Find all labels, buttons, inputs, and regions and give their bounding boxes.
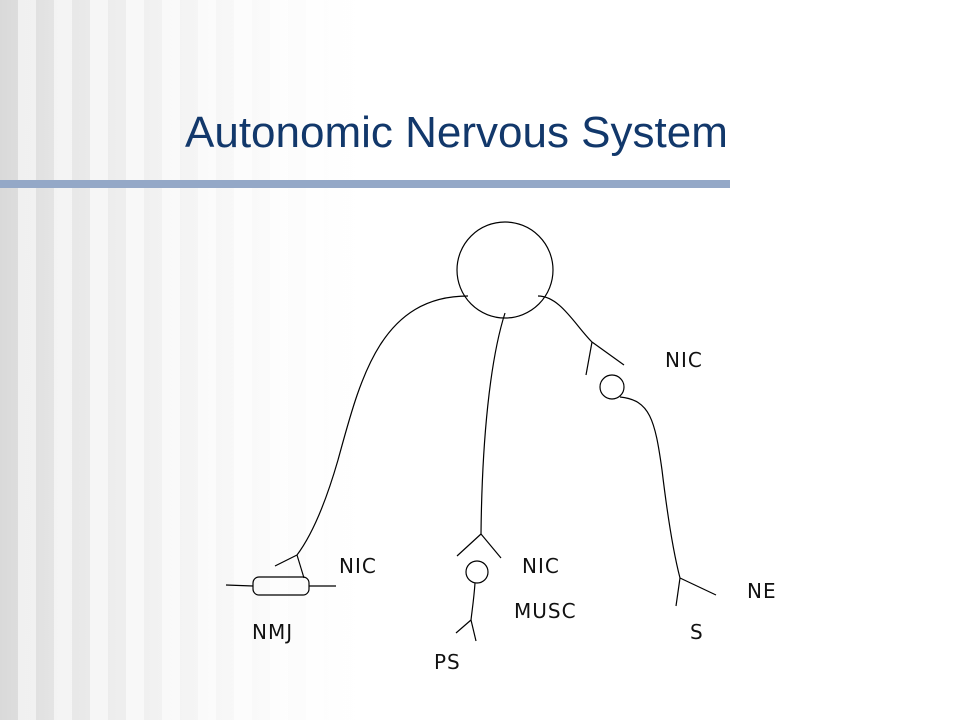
muscle-line-left <box>225 584 254 587</box>
background-stripes <box>0 0 360 720</box>
label-nic-top: NIC <box>665 348 703 372</box>
para-pre-terminal-right <box>480 533 502 559</box>
nmj-muscle-fiber <box>252 576 310 596</box>
label-ne: NE <box>747 579 777 603</box>
somatic-axon <box>296 295 469 556</box>
cns-cell-body <box>456 221 554 319</box>
label-nmj: NMJ <box>252 620 293 644</box>
somatic-terminal-right <box>296 554 305 579</box>
symp-pre-terminal-right <box>591 341 625 366</box>
sympathetic-ganglion <box>599 374 625 400</box>
para-post-terminal-right <box>470 619 477 642</box>
para-pre-terminal-left <box>456 533 482 557</box>
symp-pre-terminal-left <box>585 341 593 376</box>
label-s: S <box>690 620 704 644</box>
slide-title: Autonomic Nervous System <box>185 108 728 157</box>
label-ps: PS <box>434 650 461 674</box>
parasympathetic-postganglionic-axon <box>470 582 476 621</box>
title-underline <box>0 180 730 188</box>
sympathetic-preganglionic-axon <box>537 295 593 343</box>
parasympathetic-preganglionic-axon <box>480 312 506 535</box>
somatic-terminal-left <box>274 554 298 567</box>
symp-post-terminal-right <box>679 577 717 596</box>
parasympathetic-ganglion <box>465 560 489 584</box>
sympathetic-postganglionic-axon <box>619 396 681 579</box>
label-musc: MUSC <box>514 599 577 623</box>
symp-post-terminal-left <box>675 577 681 607</box>
label-nic-mid: NIC <box>522 554 560 578</box>
para-post-terminal-left <box>455 619 472 634</box>
label-nic-left: NIC <box>339 554 377 578</box>
